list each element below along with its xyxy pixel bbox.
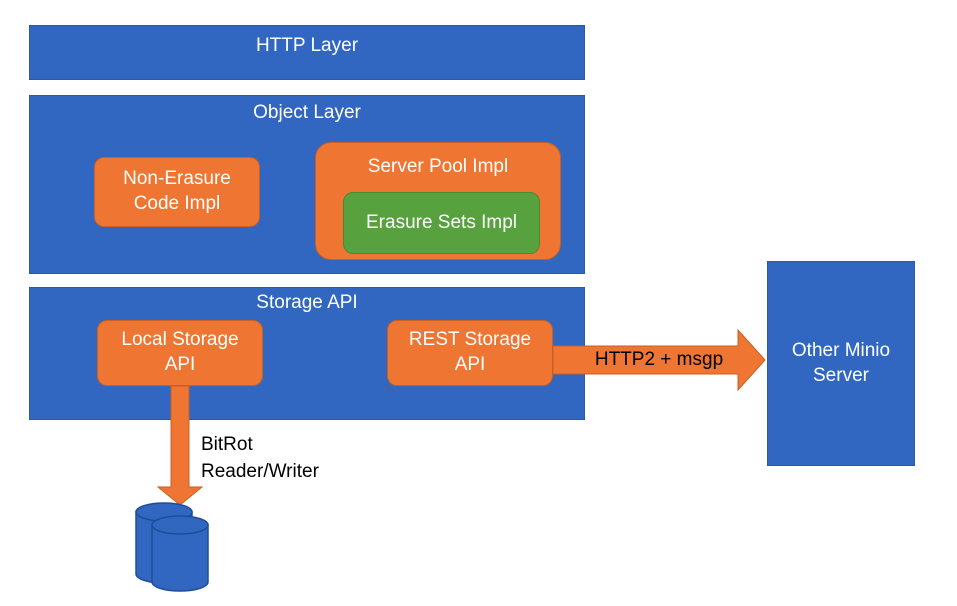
http-layer-label: HTTP Layer	[255, 35, 359, 56]
server-pool-impl-label: Server Pool Impl	[367, 156, 509, 177]
other-minio-server-label: Other Minio Server	[791, 339, 891, 386]
rest-storage-api: REST Storage API	[387, 320, 553, 386]
non-erasure-code-impl: Non-Erasure Code Impl	[94, 157, 260, 227]
local-storage-api: Local Storage API	[97, 320, 263, 386]
storage-api-label: Storage API	[256, 292, 358, 313]
bitrot-arrow	[156, 385, 204, 506]
database-icon	[135, 502, 209, 592]
object-layer-label: Object Layer	[253, 102, 361, 123]
bitrot-label: BitRot Reader/Writer	[201, 434, 319, 482]
http2-arrow	[552, 328, 766, 392]
http2-msgp-label: HTTP2 + msgp	[594, 348, 724, 370]
other-minio-server: Other Minio Server	[767, 261, 915, 466]
erasure-sets-impl: Erasure Sets Impl	[343, 192, 540, 254]
http-layer: HTTP Layer	[29, 25, 585, 80]
